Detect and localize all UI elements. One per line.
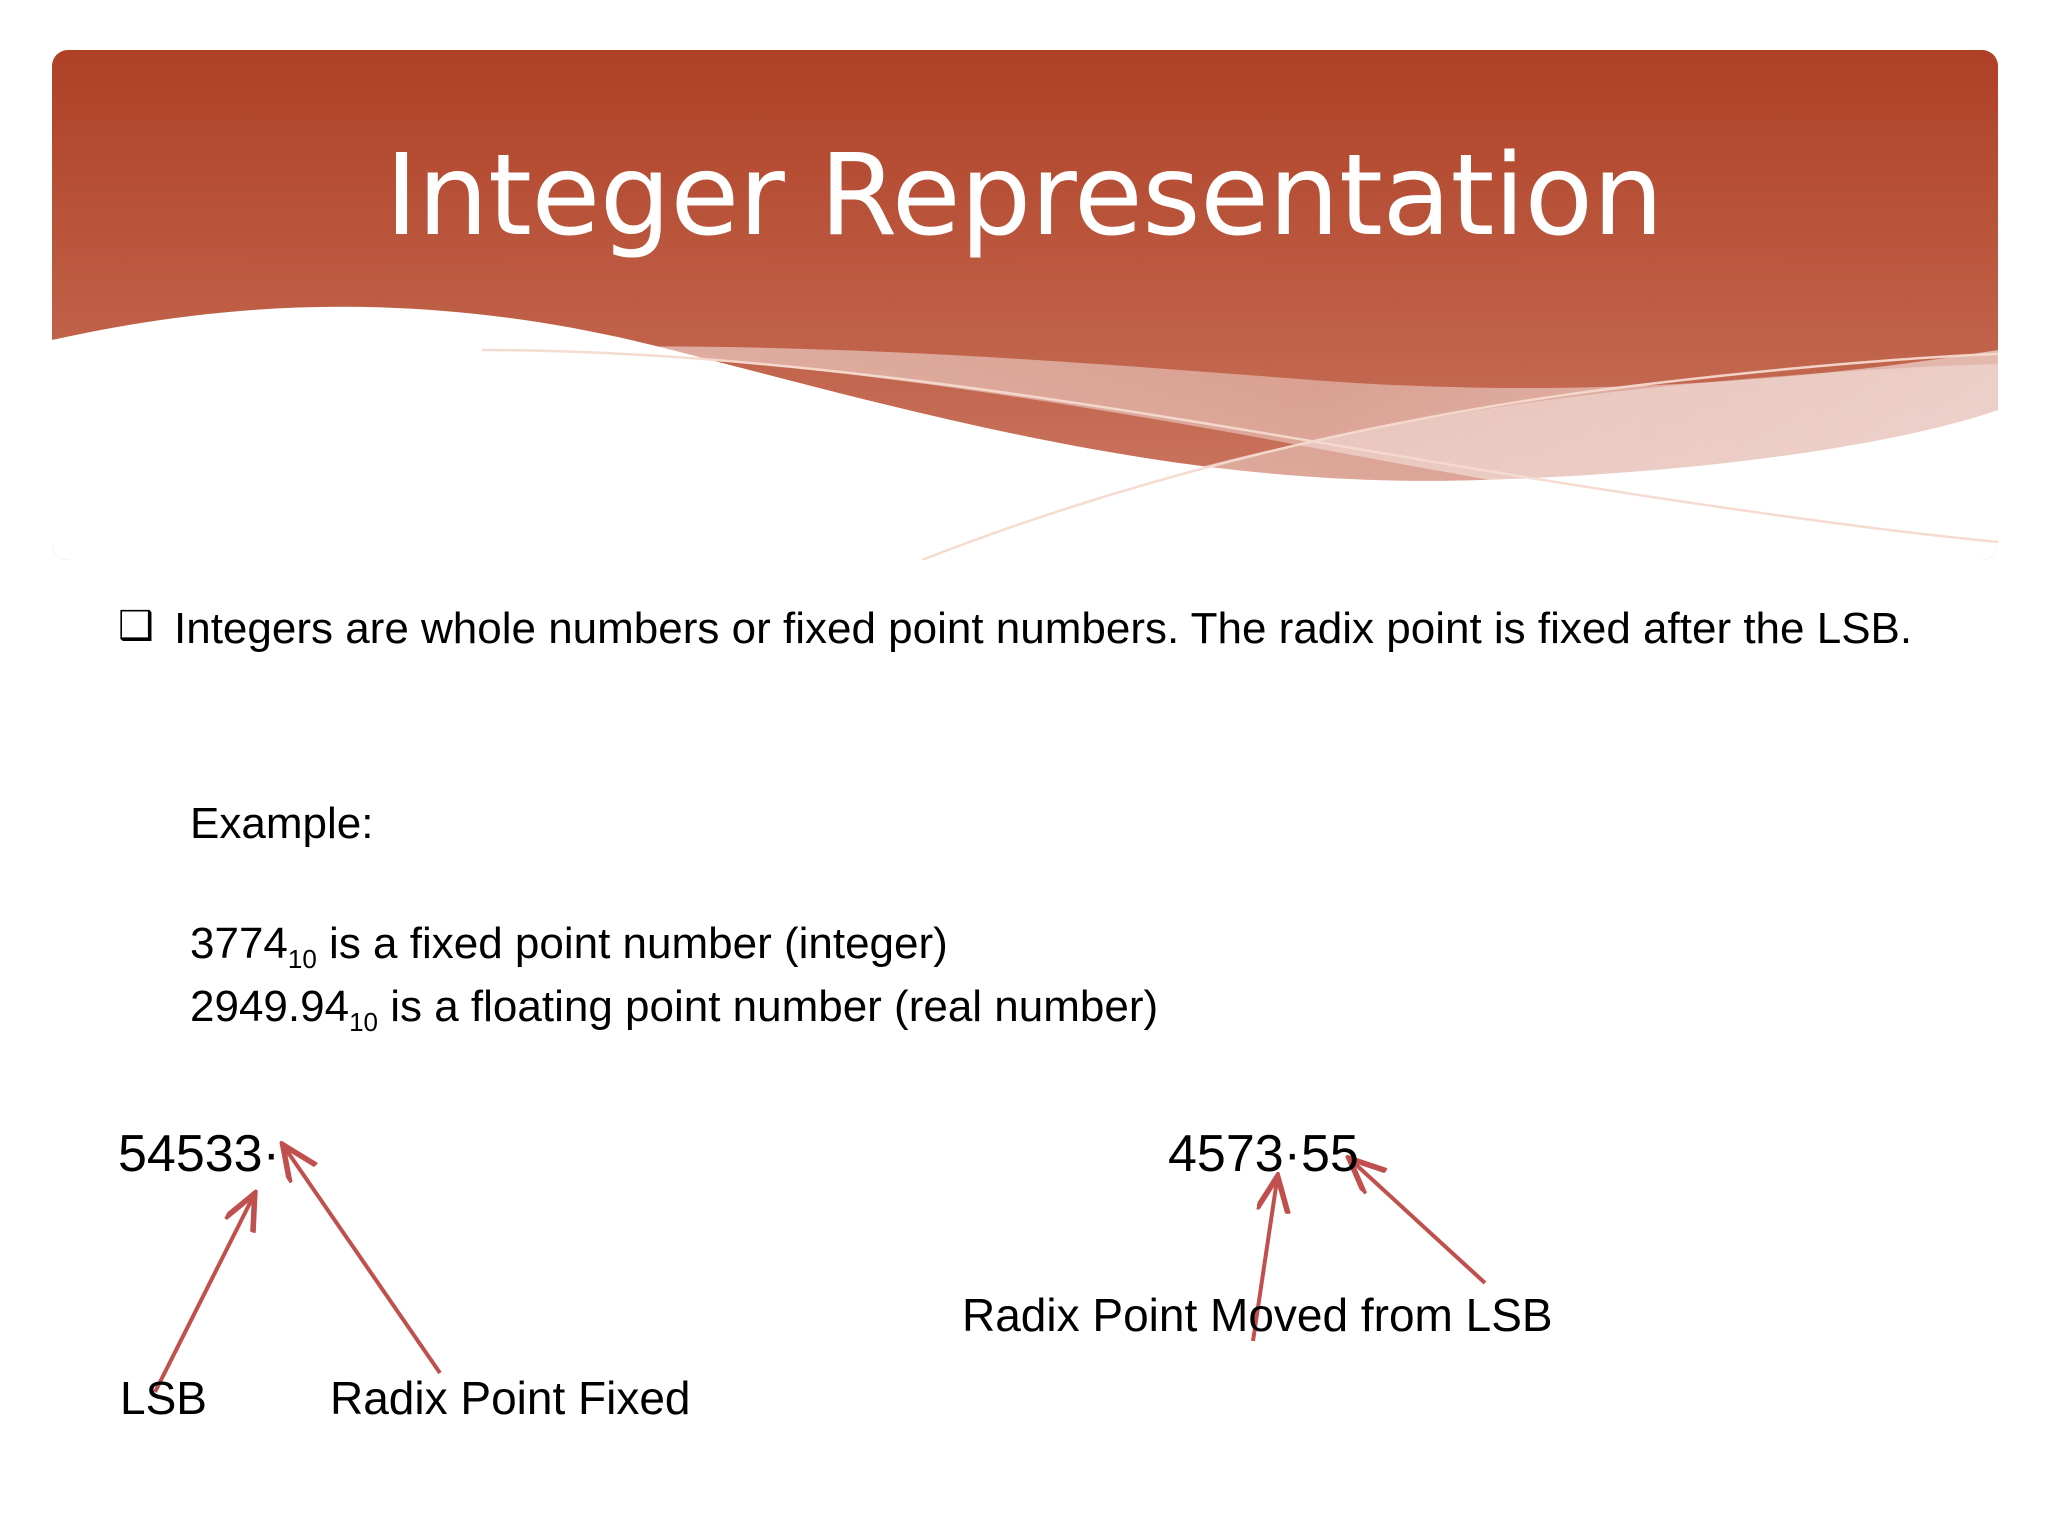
bullet-square-icon: ❑ <box>118 604 154 648</box>
example-description-real: is a floating point number (real number) <box>377 982 1159 1031</box>
wave-overlay-band-b <box>912 364 1998 560</box>
example-value-real: 2949.94 <box>190 982 350 1031</box>
bullet-item: ❑ Integers are whole numbers or fixed po… <box>118 600 1958 657</box>
example-label: Example: <box>190 799 374 848</box>
floating-point-number: 4573·55 <box>1168 1125 1359 1183</box>
fixed-point-number: 54533· <box>118 1125 280 1183</box>
example-line-real: 2949.9410 is a floating point number (re… <box>190 978 1159 1037</box>
example-value-integer: 3774 <box>190 919 288 968</box>
example-line-integer: 377410 is a fixed point number (integer) <box>190 915 948 974</box>
label-radix-point-moved: Radix Point Moved from LSB <box>962 1289 1553 1341</box>
arrow-radix-point-fixed <box>285 1148 442 1375</box>
label-lsb: LSB <box>120 1372 207 1424</box>
wave-stripe-falling <box>921 352 1998 560</box>
arrow-radix-point-moved-outer <box>1352 1161 1487 1285</box>
label-radix-point-fixed: Radix Point Fixed <box>330 1372 691 1424</box>
wave-stripe-rising <box>481 348 1998 544</box>
slide-header-banner <box>52 50 1998 560</box>
example-subscript-real: 10 <box>349 1007 378 1037</box>
example-description-integer: is a fixed point number (integer) <box>316 919 948 968</box>
example-subscript-integer: 10 <box>287 944 317 974</box>
banner-graphic <box>52 50 1998 560</box>
page-title: Integer Representation <box>384 131 1664 261</box>
arrow-lsb <box>153 1197 253 1393</box>
bullet-item-text: Integers are whole numbers or fixed poin… <box>174 604 1913 653</box>
